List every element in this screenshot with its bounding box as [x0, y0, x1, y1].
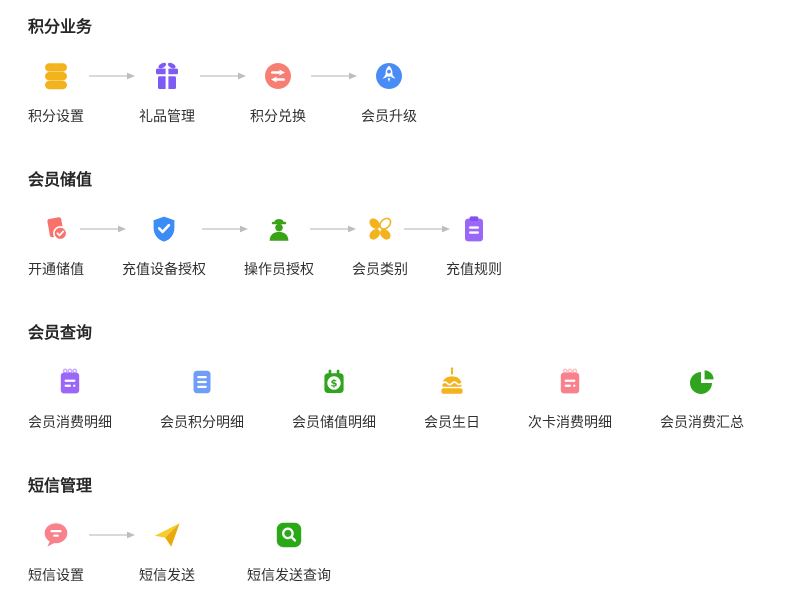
rocket-icon: [374, 61, 404, 91]
section-title: 会员储值: [28, 172, 93, 189]
step-sms-settings[interactable]: 短信设置: [28, 520, 84, 585]
flow-arrow-icon: [306, 61, 361, 91]
search-icon: [274, 520, 304, 550]
section-title: 短信管理: [28, 478, 93, 495]
step-label: 会员积分明细: [160, 414, 244, 430]
flow-arrow-icon: [195, 61, 250, 91]
document-icon: [187, 367, 217, 397]
step-member-consumption-details[interactable]: 会员消费明细: [28, 367, 112, 432]
step-points-exchange[interactable]: 积分兑换: [250, 61, 306, 126]
step-member-points-details[interactable]: 会员积分明细: [160, 367, 244, 432]
section-points-business: 积分业务 积分设置: [28, 18, 802, 126]
step-row: 积分设置 礼品管理: [28, 61, 802, 126]
step-label: 操作员授权: [244, 261, 314, 277]
step-label: 会员生日: [424, 414, 480, 430]
flow-arrow-icon: [84, 61, 139, 91]
section-sms-management: 短信管理 短信设置: [28, 477, 802, 585]
step-label: 积分设置: [28, 108, 84, 124]
flow-arrow-icon: [202, 214, 248, 244]
step-label: 短信设置: [28, 567, 84, 583]
section-title: 会员查询: [28, 325, 93, 342]
flow-arrow-icon: [84, 520, 139, 550]
card-check-icon: [41, 214, 71, 244]
dollar-bag-icon: $: [319, 367, 349, 397]
step-label: 开通储值: [28, 261, 84, 277]
step-open-stored-value[interactable]: 开通储值: [28, 214, 84, 279]
row-spacer: [195, 520, 247, 550]
chat-bubble-icon: [41, 520, 71, 550]
flow-arrow-icon: [310, 214, 356, 244]
clipboard-icon: [459, 214, 489, 244]
shield-check-icon: [149, 214, 179, 244]
step-member-stored-value-details[interactable]: $ 会员储值明细: [292, 367, 376, 432]
section-title: 积分业务: [28, 19, 93, 36]
birthday-cake-icon: [437, 367, 467, 397]
clover-icon: [365, 214, 395, 244]
gift-icon: [152, 61, 182, 91]
step-member-category[interactable]: 会员类别: [352, 214, 408, 279]
step-points-settings[interactable]: 积分设置: [28, 61, 84, 126]
step-row: 开通储值 充值设备授权: [28, 214, 802, 279]
operator-icon: [264, 214, 294, 244]
step-label: 礼品管理: [139, 108, 195, 124]
step-row: 短信设置 短信发送: [28, 520, 802, 585]
step-label: 次卡消费明细: [528, 414, 612, 430]
step-label: 积分兑换: [250, 108, 306, 124]
svg-text:$: $: [331, 379, 338, 390]
step-label: 会员消费汇总: [660, 414, 744, 430]
step-operator-auth[interactable]: 操作员授权: [244, 214, 314, 279]
notepad-icon: [55, 367, 85, 397]
step-label: 会员储值明细: [292, 414, 376, 430]
step-member-upgrade[interactable]: 会员升级: [361, 61, 417, 126]
step-sms-send[interactable]: 短信发送: [139, 520, 195, 585]
step-label: 会员类别: [352, 261, 408, 277]
flow-arrow-icon: [404, 214, 450, 244]
step-gift-management[interactable]: 礼品管理: [139, 61, 195, 126]
step-label: 会员升级: [361, 108, 417, 124]
step-recharge-rules[interactable]: 充值规则: [446, 214, 502, 279]
step-member-consumption-summary[interactable]: 会员消费汇总: [660, 367, 744, 432]
step-label: 会员消费明细: [28, 414, 112, 430]
step-label: 充值设备授权: [122, 261, 206, 277]
step-recharge-device-auth[interactable]: 充值设备授权: [122, 214, 206, 279]
step-sms-send-query[interactable]: 短信发送查询: [247, 520, 331, 585]
notepad-icon: [555, 367, 585, 397]
step-label: 短信发送查询: [247, 567, 331, 583]
step-member-birthday[interactable]: 会员生日: [424, 367, 480, 432]
pie-chart-icon: [687, 367, 717, 397]
swap-arrows-icon: [263, 61, 293, 91]
flow-arrow-icon: [80, 214, 126, 244]
step-row: 会员消费明细 会员积分明细: [28, 367, 802, 432]
coins-icon: [41, 61, 71, 91]
paper-plane-icon: [152, 520, 182, 550]
step-label: 短信发送: [139, 567, 195, 583]
section-member-query: 会员查询 会员消费明细: [28, 324, 802, 432]
step-times-card-consumption-details[interactable]: 次卡消费明细: [528, 367, 612, 432]
section-member-stored-value: 会员储值 开通储值: [28, 171, 802, 279]
step-label: 充值规则: [446, 261, 502, 277]
